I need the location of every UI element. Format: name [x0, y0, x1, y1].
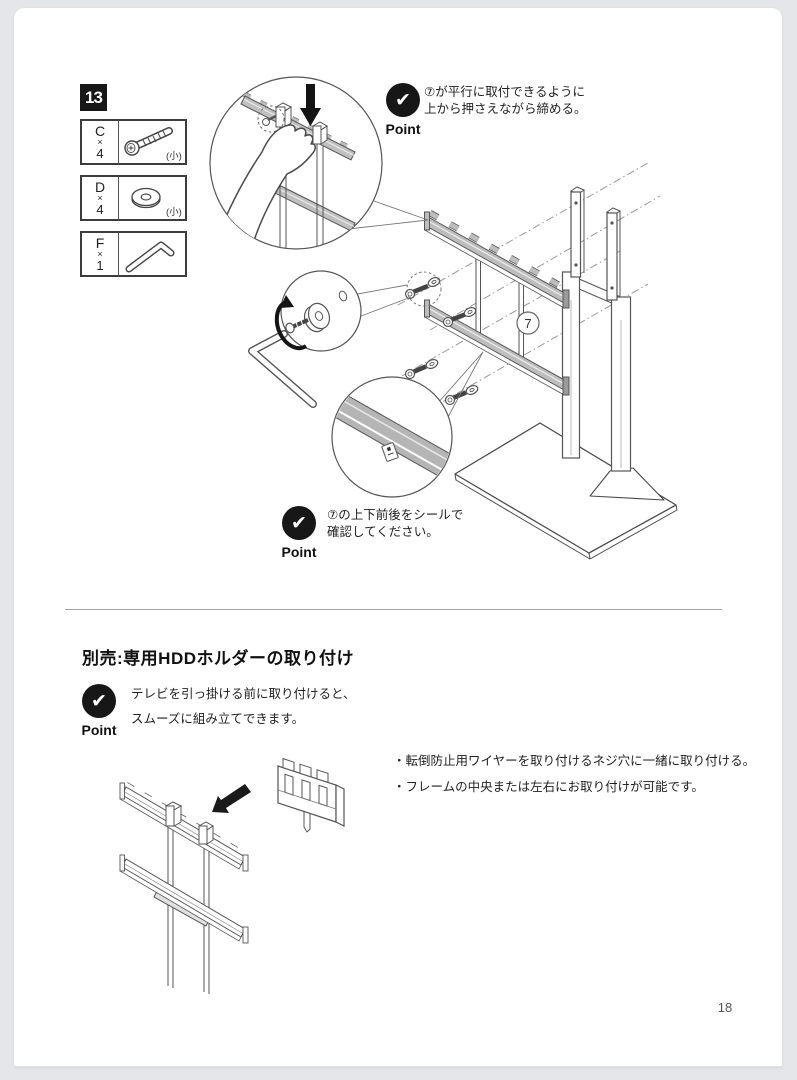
sticker — [381, 442, 399, 462]
attach-arrow-icon — [212, 784, 251, 813]
section-divider — [65, 609, 722, 610]
detail-circle-sticker — [331, 376, 453, 498]
leader-lines — [347, 200, 484, 418]
detail-circle-hand — [209, 76, 383, 250]
step-number-badge: 13 — [80, 84, 107, 111]
rotation-arrow-icon — [274, 295, 308, 351]
screw-icon — [124, 127, 173, 156]
point-check-icon: ✔ — [282, 506, 316, 540]
part-times: × — [97, 248, 103, 259]
step-number: 13 — [85, 87, 103, 107]
stand-columns — [561, 271, 632, 472]
frame-part-7 — [424, 210, 570, 396]
hanger-posts — [569, 186, 622, 301]
hdd-section-heading: 別売:専用HDDホルダーの取り付け — [82, 649, 354, 668]
part-times: × — [97, 136, 103, 147]
hdd-point-text: テレビを引っ掛ける前に取り付けると、 スムーズに組み立てできます。 — [131, 687, 356, 726]
hdd-holder-diagram — [119, 757, 345, 994]
part-size-note: (小) — [166, 207, 182, 218]
hanger-hooks — [274, 102, 328, 145]
hex-key — [248, 330, 317, 408]
part-row-d: D × 4 (小) — [80, 175, 187, 221]
point-label: Point — [81, 722, 117, 738]
bullet-item: ・転倒防止用ワイヤーを取り付けるネジ穴に一緒に取り付ける。 — [393, 754, 756, 768]
point-check-icon: ✔ — [386, 83, 420, 117]
part-row-c: C × 4 (小) — [80, 119, 187, 165]
wall-frame — [119, 782, 249, 944]
part-qty: 4 — [96, 201, 104, 217]
point-bottom-text: ⑦の上下前後をシールで 確認してください。 — [327, 508, 464, 539]
point-label: Point — [385, 121, 421, 137]
screw-c — [442, 307, 477, 328]
detail-circle-hexkey — [248, 270, 362, 408]
parts-list: C × 4 (小) — [80, 119, 187, 277]
screw-c — [404, 359, 439, 380]
assembly-diagram: 7 — [209, 76, 678, 560]
page-number: 18 — [717, 1000, 733, 1015]
press-down-arrow-icon — [300, 84, 321, 126]
part-letter: C — [94, 122, 106, 139]
hdd-bullet-list: ・転倒防止用ワイヤーを取り付けるネジ穴に一緒に取り付ける。 ・フレームの中央また… — [393, 748, 755, 800]
highlight-dotted-circle — [406, 271, 442, 307]
bullet-item: ・フレームの中央または左右にお取り付けが可能です。 — [393, 780, 704, 794]
washer-icon — [131, 187, 161, 209]
screw-c — [404, 277, 441, 300]
part-times: × — [97, 192, 103, 203]
hanger-hooks — [164, 801, 214, 845]
part-letter: F — [95, 234, 105, 251]
point-check-icon: ✔ — [82, 684, 116, 718]
part-qty: 1 — [96, 257, 104, 273]
svg-text:7: 7 — [524, 316, 531, 331]
point-label: Point — [281, 544, 317, 560]
pressing-hand — [211, 124, 316, 249]
point-top-text: ⑦が平行に取付できるように 上から押さえながら締める。 — [424, 85, 587, 116]
hex-key-icon — [125, 241, 175, 273]
hdd-holder — [277, 757, 345, 833]
part-qty: 4 — [96, 145, 104, 161]
part-7-label: 7 — [516, 311, 540, 335]
part-size-note: (小) — [166, 151, 182, 162]
part-row-f: F × 1 — [80, 231, 187, 277]
part-letter: D — [94, 178, 106, 195]
stand-base — [454, 422, 678, 560]
screw-c — [444, 385, 479, 406]
